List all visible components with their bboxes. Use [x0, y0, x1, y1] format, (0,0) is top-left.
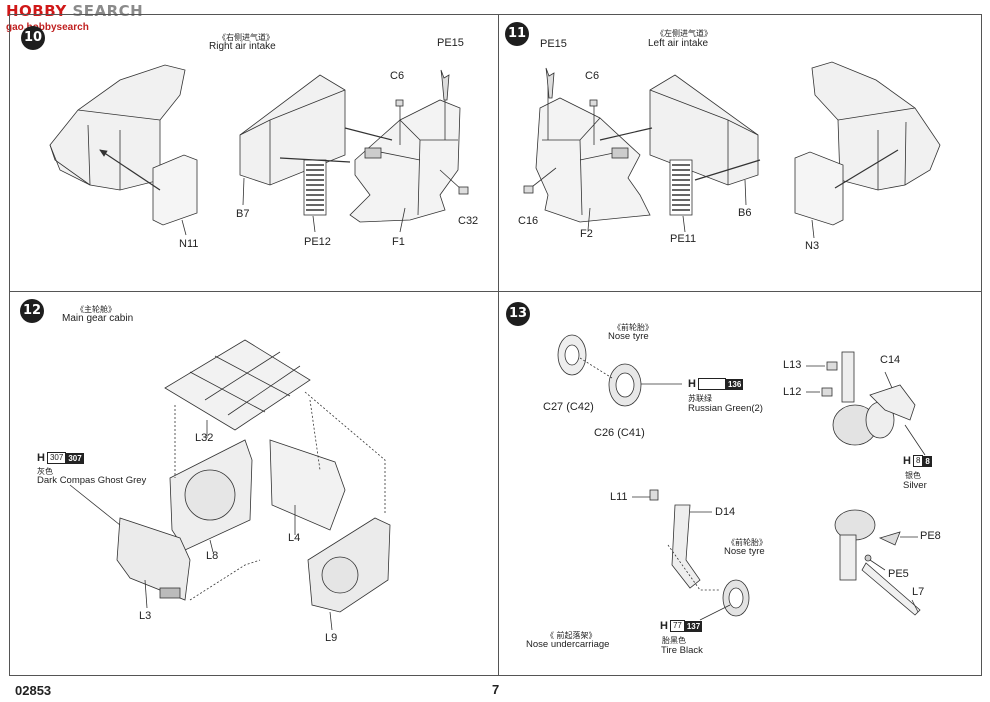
step13-paint-silver-cn: 银色	[905, 471, 921, 480]
step11-title-cn: 《左侧进气道》	[656, 29, 712, 38]
footer-product-code: 02853	[15, 683, 52, 698]
step12-part-l8: L8	[206, 550, 219, 562]
step13-wheel-c27	[557, 334, 587, 376]
footer-page-number: 7	[492, 682, 500, 697]
step11-part-n3: N3	[805, 240, 820, 252]
step12-paint-name: Dark Compas Ghost Grey	[37, 475, 147, 486]
step10-part-b7: B7	[236, 208, 250, 220]
step10-panel-n11	[152, 154, 198, 226]
step-12-number: 12	[20, 299, 44, 323]
step13-main-leg	[821, 351, 916, 446]
step13-wheel-c26	[608, 363, 642, 407]
step-10-number: 10	[21, 26, 45, 50]
step13-nose-tyre: Nose tyre	[608, 331, 649, 342]
step11-title: Left air intake	[648, 38, 709, 49]
step13-undercarriage: Nose undercarriage	[526, 639, 610, 650]
panel-step-13	[498, 291, 982, 676]
step11-pe11-grille	[669, 159, 693, 216]
step12-part-l9: L9	[325, 632, 338, 644]
step13-undercarriage-cn: 《 前起落架》	[546, 631, 597, 640]
step13-part-pe8: PE8	[920, 530, 941, 542]
step12-part-l32: L32	[195, 432, 214, 444]
step10-part-c32: C32	[458, 215, 479, 227]
step10-b7-panel	[239, 74, 346, 186]
step13-paint-black-cn: 胎黑色	[662, 636, 686, 645]
step10-part-c6: C6	[390, 70, 405, 82]
step13-part-c14: C14	[880, 354, 901, 366]
step13-nose-tyre2-cn: 《前轮胎》	[727, 538, 767, 547]
step12-l4-wall	[269, 439, 346, 531]
step13-part-l13: L13	[783, 359, 802, 371]
watermark-url: gao.hobbysearch	[6, 22, 89, 33]
step13-paint-green-name: Russian Green(2)	[688, 403, 763, 414]
step13-nose-tyre2: Nose tyre	[724, 546, 765, 557]
step12-l32-roof	[164, 339, 311, 431]
step10-part-n11: N11	[179, 238, 199, 250]
step12-part-l3: L3	[139, 610, 152, 622]
step13-part-c26: C26 (C41)	[594, 427, 645, 439]
step11-b6-panel	[649, 74, 759, 186]
step10-part-pe12: PE12	[304, 236, 331, 248]
step11-part-b6: B6	[738, 207, 752, 219]
step11-panel-n3	[794, 151, 844, 226]
step-11-number: 11	[505, 22, 529, 46]
step13-paint-silver-name: Silver	[903, 480, 927, 491]
step-13-number: 13	[506, 302, 530, 326]
step10-arrow-1	[99, 149, 161, 191]
step11-part-pe15: PE15	[540, 38, 567, 50]
step13-paint-green-cn: 苏联绿	[688, 394, 712, 403]
step13-part-l11: L11	[610, 491, 628, 503]
step11-intake-body	[811, 61, 941, 191]
step13-paint-black-name: Tire Black	[661, 645, 703, 656]
step13-nose-tyre-cn: 《前轮胎》	[613, 323, 653, 332]
step12-l8-wall	[169, 439, 253, 551]
step12-l3-wall	[116, 517, 191, 601]
step10-pe12-grille	[303, 159, 327, 216]
step13-part-c27: C27 (C42)	[543, 401, 594, 413]
step11-f2-intake	[535, 97, 651, 223]
step13-main-strut	[834, 509, 921, 616]
step13-nose-gear	[649, 489, 750, 617]
step13-part-l12: L12	[783, 386, 802, 398]
step10-title-cn: 《右侧进气道》	[218, 33, 274, 42]
step11-part-f2: F2	[580, 228, 593, 240]
step12-title-cn: 《主轮舱》	[76, 305, 116, 314]
step13-part-l7: L7	[912, 586, 925, 598]
step13-part-pe5: PE5	[888, 568, 909, 580]
step12-title: Main gear cabin	[62, 313, 134, 324]
watermark-logo: HOBBY SEARCH	[6, 2, 144, 20]
step10-part-f1: F1	[392, 236, 405, 248]
step13-part-d14: D14	[715, 506, 736, 518]
step10-intake-body	[49, 64, 186, 191]
step12-paint-cn: 灰色	[37, 467, 53, 476]
step12-part-l4: L4	[288, 532, 301, 544]
step10-part-pe15: PE15	[437, 37, 464, 49]
step12-l9-wall	[307, 517, 391, 613]
step11-part-pe11: PE11	[670, 233, 697, 245]
step10-f1-intake	[349, 99, 461, 223]
step10-title: Right air intake	[209, 41, 276, 52]
step11-part-c16: C16	[518, 215, 539, 227]
step11-part-c6: C6	[585, 70, 600, 82]
